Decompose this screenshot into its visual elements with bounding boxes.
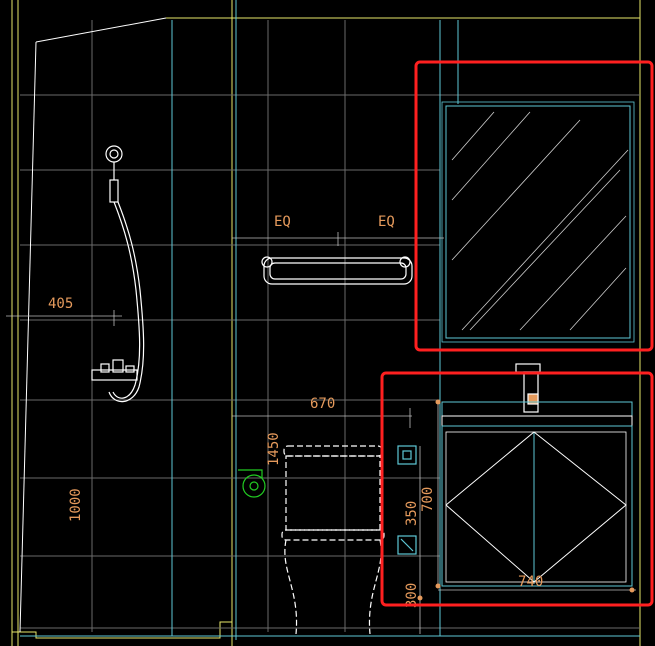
label-dim-1450: 1450 [266, 432, 282, 466]
wall-lines [11, 0, 641, 646]
grab-bar-icon [261, 256, 413, 285]
label-dim-1000: 1000 [68, 488, 84, 522]
tile-grid [20, 20, 640, 632]
panel-lines [20, 0, 640, 640]
label-dim-405: 405 [48, 296, 73, 312]
shower-head-icon [105, 145, 123, 203]
label-dim-350: 350 [404, 501, 420, 526]
shower-hose [108, 201, 145, 403]
socket-upper-icon [397, 445, 417, 465]
toilet-icon [281, 445, 385, 635]
label-eq-right: EQ [378, 214, 395, 230]
label-dim-700: 700 [420, 487, 436, 512]
label-dim-300: 300 [404, 583, 420, 608]
toilet-paper-holder-icon [238, 469, 266, 498]
label-eq-left: EQ [274, 214, 291, 230]
socket-lower-icon [397, 535, 417, 555]
vanity-highlight [380, 371, 654, 607]
shower-wall [19, 17, 167, 633]
mirror-highlight [414, 60, 654, 352]
label-dim-740: 740 [518, 574, 543, 590]
dimension-end-markers [417, 399, 635, 601]
faucet-icon [515, 363, 541, 413]
dimension-lines [6, 232, 636, 634]
label-dim-670: 670 [310, 396, 335, 412]
vanity-cabinet [441, 401, 633, 587]
mirror [441, 101, 635, 343]
shower-mixer-icon [91, 359, 138, 381]
